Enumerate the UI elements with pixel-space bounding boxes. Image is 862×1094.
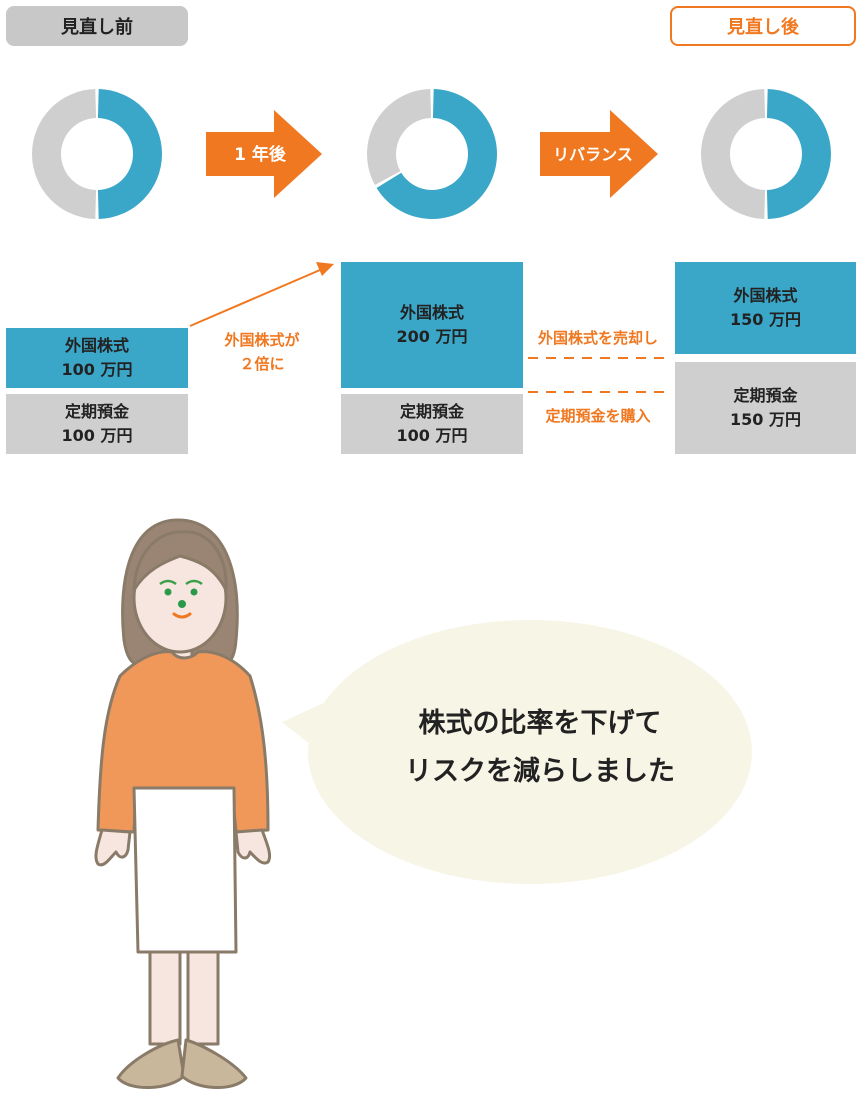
stage1-deposit-block: 定期預金 100 万円 bbox=[6, 394, 188, 454]
one-year-arrow-label: 1 年後 bbox=[234, 144, 287, 165]
after-label: 見直し後 bbox=[670, 6, 856, 46]
stage2-stock-name: 外国株式 bbox=[399, 303, 464, 322]
stage2-stock-amount: 200 万円 bbox=[396, 327, 468, 346]
growth-arrow-head bbox=[316, 262, 334, 276]
sell-annotation: 外国株式を売却し bbox=[537, 329, 658, 347]
stage1-deposit-slice bbox=[31, 89, 97, 219]
rebalance-arrow-label: リバランス bbox=[553, 145, 633, 164]
stage3-stock-slice bbox=[766, 89, 832, 219]
doubled-line1: 外国株式が bbox=[224, 331, 300, 349]
stage1-stock-block: 外国株式 100 万円 bbox=[6, 328, 188, 388]
stage2-deposit-block: 定期預金 100 万円 bbox=[341, 394, 523, 454]
doubled-line2: ２倍に bbox=[239, 355, 285, 373]
stage2-stock-slice bbox=[376, 89, 497, 219]
stage3-deposit-name: 定期預金 bbox=[733, 386, 798, 405]
stage2-deposit-name: 定期預金 bbox=[399, 402, 464, 421]
stage3-deposit-slice bbox=[700, 89, 766, 219]
stage2-stock-block: 外国株式 200 万円 bbox=[341, 262, 523, 388]
speech-line2: リスクを減らしました bbox=[405, 756, 675, 787]
stage1-stock-amount: 100 万円 bbox=[61, 360, 133, 379]
stage1-deposit-amount: 100 万円 bbox=[61, 426, 133, 445]
woman-figure bbox=[94, 518, 272, 1090]
stage3-deposit-amount: 150 万円 bbox=[730, 410, 801, 429]
stage1-stock-name: 外国株式 bbox=[64, 336, 129, 355]
speech-bubble bbox=[282, 620, 752, 884]
rebalance-arrow bbox=[540, 110, 658, 198]
speech-line1: 株式の比率を下げて bbox=[418, 708, 662, 739]
stage1-stock-slice bbox=[97, 89, 163, 219]
buy-annotation: 定期預金を購入 bbox=[545, 407, 651, 425]
one-year-arrow bbox=[206, 110, 322, 198]
growth-arrow-line bbox=[189, 269, 321, 327]
stage2-deposit-amount: 100 万円 bbox=[396, 426, 468, 445]
stage1-deposit-name: 定期預金 bbox=[64, 402, 129, 421]
stage3-stock-block: 外国株式 150 万円 bbox=[675, 262, 856, 354]
face-details bbox=[159, 579, 203, 619]
stage2-deposit-slice bbox=[367, 89, 432, 186]
doubled-annotation: 外国株式が ２倍に bbox=[200, 328, 324, 376]
speech-text: 株式の比率を下げて リスクを減らしました bbox=[340, 700, 740, 796]
before-label: 見直し前 bbox=[6, 6, 188, 46]
stage3-stock-amount: 150 万円 bbox=[730, 310, 801, 329]
donut-charts bbox=[31, 89, 832, 219]
stage3-stock-name: 外国株式 bbox=[733, 286, 798, 305]
stage3-deposit-block: 定期預金 150 万円 bbox=[675, 362, 856, 454]
